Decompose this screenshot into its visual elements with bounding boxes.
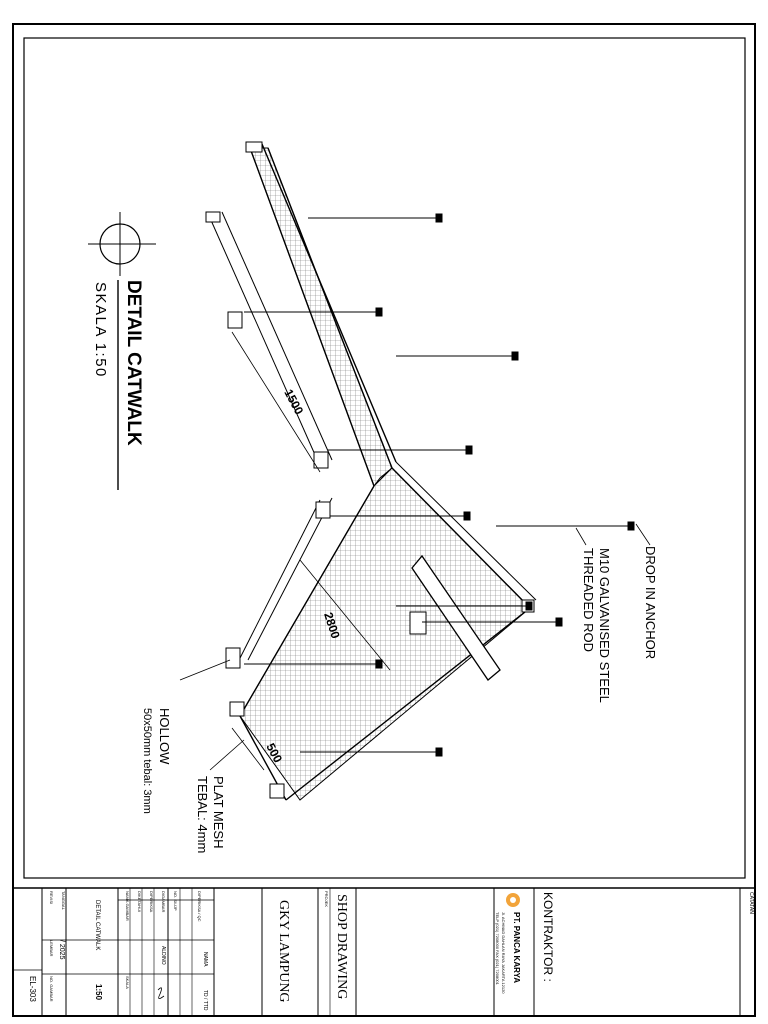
- threaded-rods: [244, 213, 635, 757]
- col-sign: TD / TTD: [202, 990, 208, 1011]
- project-name: GKY LAMPUNG: [276, 900, 291, 1003]
- scale-value: 1:50: [94, 984, 103, 1001]
- drawing-no-label: NO. GAMBAR: [49, 976, 54, 1002]
- title-symbol: [88, 212, 156, 490]
- drawing-no: EL-303: [28, 976, 37, 1002]
- row-approved: DIPERIKSA: [149, 891, 154, 913]
- company-address-1: Jl. ACHMAD DAHLAN RAYA JAKARTA 12120: [501, 912, 506, 994]
- sheet-title: DETAIL CATWALK: [94, 900, 100, 950]
- drawing-scale: SKALA 1:50: [92, 282, 109, 378]
- corner-label: CATATAN: [748, 892, 754, 914]
- dim-1500: 1500: [281, 387, 306, 417]
- sheet-label: LEMBAR: [49, 940, 54, 957]
- label-plate-line-1: PLAT MESH: [211, 776, 226, 848]
- contractor-label: KONTRAKTOR :: [541, 892, 555, 982]
- inner-border: [23, 37, 746, 879]
- label-rod-line-1: M10 GALVANISED STEEL: [597, 548, 612, 703]
- side-return-frame: [411, 554, 501, 681]
- project-label: PROJEK: [324, 891, 329, 907]
- title-block: [13, 887, 755, 1016]
- row-sheet-name: NAMA GAMBAR: [125, 891, 130, 921]
- row-checked: DIPERIKSA / QC: [197, 891, 202, 922]
- scale-label: SKALA: [125, 976, 130, 989]
- outer-border: [12, 23, 756, 1017]
- label-hollow-line-2: 50x50mm tebal: 3mm: [141, 708, 153, 814]
- label-hollow-line-1: HOLLOW: [157, 708, 172, 765]
- drawing-type: SHOP DRAWING: [334, 894, 349, 999]
- row-eng: NO. SIUJP: [173, 891, 178, 911]
- drawn-name: ALDINO: [160, 946, 166, 965]
- label-rod-line-2: THREADED ROD: [581, 548, 596, 652]
- signature: [157, 987, 165, 999]
- mesh-plate-lower: [239, 467, 531, 801]
- date-value: / 2025: [58, 940, 65, 960]
- company-name: PT. PANCA KARYA: [512, 912, 521, 983]
- row-drawn: DIGAMBAR: [161, 891, 166, 912]
- row-known: DIKETAHUI: [137, 891, 142, 912]
- company-address-2: TELP (021) 7208000 FAX (021) 7208001: [495, 912, 500, 986]
- date-label: TANGGAL: [61, 891, 66, 911]
- drawing-title: DETAIL CATWALK: [123, 280, 144, 446]
- col-name: NAMA: [202, 952, 208, 967]
- revision-label: REVISI: [49, 891, 54, 904]
- label-drop-in-anchor: DROP IN ANCHOR: [643, 546, 658, 659]
- company-logo: [506, 893, 520, 907]
- label-plate-line-2: TEBAL: 4mm: [195, 776, 210, 853]
- catwalk-isometric: [179, 141, 651, 801]
